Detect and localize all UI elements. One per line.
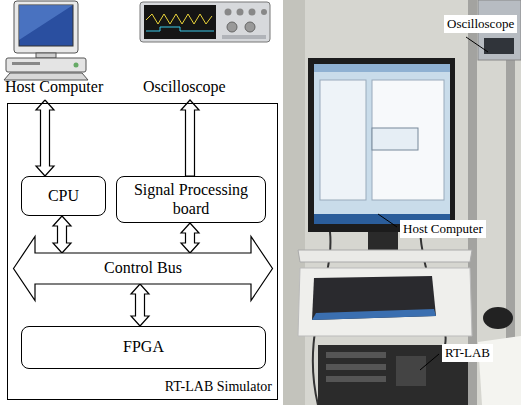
lab-photo <box>312 276 436 320</box>
lab-photo <box>283 0 521 405</box>
leader-line <box>378 37 488 370</box>
computer-icon <box>19 5 73 40</box>
lab-photo <box>314 64 450 72</box>
lab-photo <box>483 307 513 329</box>
computer-icon <box>6 58 86 72</box>
node-label: RT-LAB Simulator <box>165 379 272 395</box>
oscilloscope-image <box>144 5 216 39</box>
node-label: CPU <box>48 187 79 205</box>
leader-line <box>420 354 439 370</box>
node-label: Signal Processing board <box>126 181 256 218</box>
lab-photo <box>368 232 398 250</box>
leader-line <box>466 37 488 52</box>
node-label: Host Computer <box>5 78 103 96</box>
oscilloscope-image <box>140 2 270 42</box>
lab-photo <box>283 0 305 405</box>
double-arrow <box>53 216 71 253</box>
lab-photo <box>312 309 436 320</box>
lab-photo <box>320 80 366 200</box>
lab-photo <box>308 58 455 232</box>
photo-label: Oscilloscope <box>444 15 517 33</box>
oscilloscope-image <box>140 2 270 42</box>
computer-icon <box>36 53 56 58</box>
cpu-box: CPU <box>21 176 106 216</box>
lab-photo <box>396 356 426 386</box>
computer-icon <box>19 5 73 46</box>
computer-node: Host Computer <box>5 0 119 100</box>
computer-icon <box>14 1 78 53</box>
oscilloscope-image <box>222 35 266 39</box>
photo-label: Host Computer <box>400 220 486 238</box>
oscilloscope-node: Oscilloscope <box>140 0 240 100</box>
lab-photo <box>326 364 386 370</box>
photo-label: RT-LAB <box>442 344 493 362</box>
node-label: Control Bus <box>104 259 182 277</box>
lab-photo <box>484 38 514 54</box>
oscilloscope-image <box>146 14 212 24</box>
fpga-box: FPGA <box>21 326 266 369</box>
oscilloscope-image <box>261 9 267 15</box>
signal-board-box: Signal Processing board <box>116 176 266 223</box>
lab-photo <box>372 128 418 150</box>
oscilloscope-image <box>146 27 214 31</box>
lab-photo <box>314 64 450 224</box>
lab-photo <box>298 250 472 262</box>
double-arrow <box>181 100 199 176</box>
double-arrow <box>181 223 199 253</box>
double-arrow <box>131 284 149 326</box>
bus-arrow: Control Bus <box>13 236 273 301</box>
simulator-box: RT-LAB Simulator CPU Signal Processing boa… <box>7 103 278 400</box>
computer-icon <box>74 63 79 68</box>
lab-photo <box>326 376 386 382</box>
lab-photo <box>326 352 386 358</box>
oscilloscope-image <box>237 9 244 16</box>
oscilloscope-image <box>245 22 255 32</box>
oscilloscope-image <box>227 22 237 32</box>
computer-icon <box>12 62 40 65</box>
lab-photo <box>283 0 521 405</box>
node-label: FPGA <box>123 338 164 356</box>
oscilloscope-image <box>225 9 232 16</box>
bus-arrow-outline <box>14 237 273 301</box>
computer-icon <box>4 1 88 80</box>
oscilloscope-image <box>249 9 256 16</box>
node-label: Oscilloscope <box>143 78 226 96</box>
leader-line <box>378 214 397 227</box>
lab-photo <box>298 268 472 336</box>
double-arrow <box>36 100 54 176</box>
lab-photo <box>372 80 444 200</box>
